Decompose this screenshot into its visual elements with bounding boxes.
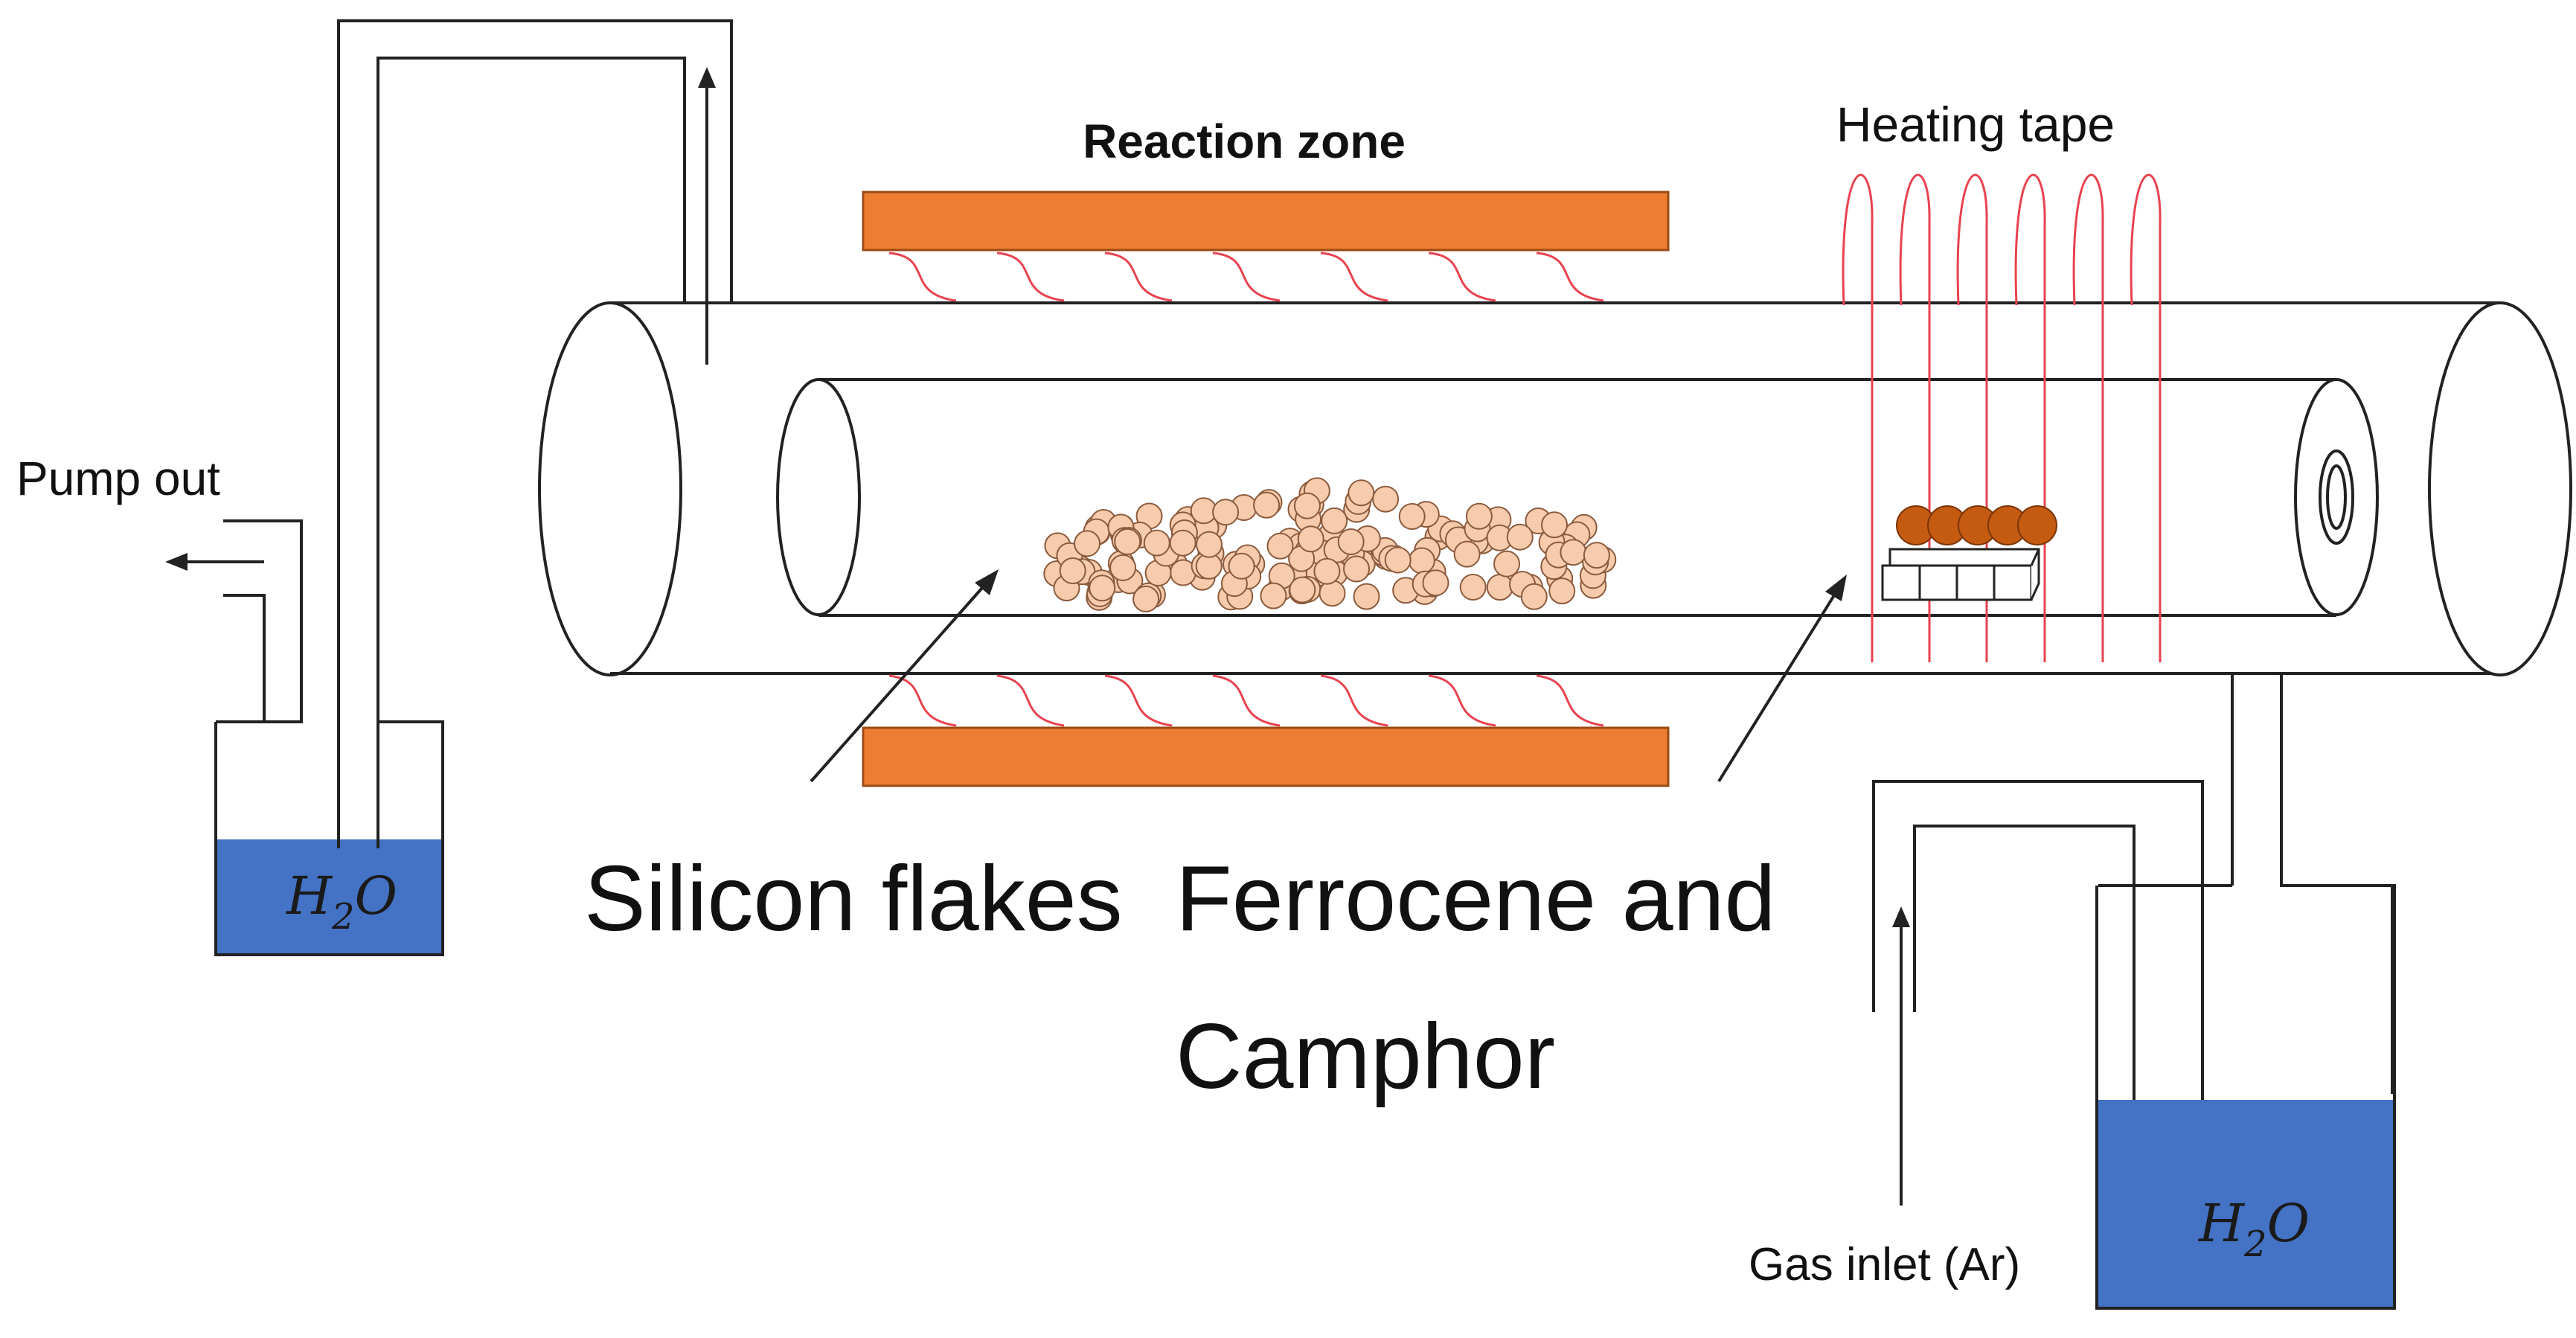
silicon-flake — [1422, 569, 1449, 597]
silicon-flake — [1321, 507, 1348, 534]
heating-tape-loop — [2014, 173, 2046, 662]
silicon-flake — [1372, 485, 1400, 513]
inner-tube-right-end — [2294, 378, 2379, 616]
heater-coil-top — [996, 252, 1065, 302]
silicon-flake — [1384, 546, 1412, 574]
heater-coil-bottom — [1320, 674, 1388, 727]
silicon-flake — [1520, 583, 1548, 610]
label-water-right: H2O — [2197, 1193, 2310, 1265]
heater-coils — [888, 252, 1604, 727]
heater-bar-bottom — [862, 726, 1670, 787]
silicon-flake — [1143, 529, 1170, 557]
heating-tape-loop — [1842, 173, 1874, 662]
water-right — [2097, 1100, 2394, 1307]
catalyst-balls — [1896, 505, 2057, 545]
silicon-flake — [1266, 532, 1294, 560]
heating-tape-loop — [1899, 173, 1931, 662]
silicon-flakes-pile — [1043, 477, 1617, 612]
silicon-flake — [1459, 574, 1487, 601]
silicon-flake — [1132, 585, 1160, 612]
pump-out-arrow — [179, 519, 301, 722]
heater-coil-bottom — [996, 674, 1065, 727]
outer-tube-left-end — [538, 301, 682, 676]
silicon-flake — [1548, 577, 1576, 605]
silicon-flake — [1196, 531, 1223, 558]
label-ferrocene-line2: Camphor — [1176, 1005, 1555, 1108]
silicon-flake — [1212, 499, 1240, 526]
silicon-flake — [1228, 552, 1255, 580]
silicon-flake — [1059, 557, 1086, 584]
heating-tape-loop — [1956, 173, 1988, 662]
silicon-flake — [1313, 557, 1341, 585]
inner-tube-right-bore — [2319, 449, 2354, 545]
label-silicon-flakes: Silicon flakes — [584, 848, 1123, 950]
silicon-flake — [1337, 528, 1365, 555]
silicon-flake — [1169, 529, 1196, 557]
silicon-flake — [1398, 503, 1426, 530]
silicon-flake — [1493, 550, 1520, 577]
label-pump-out: Pump out — [16, 452, 220, 505]
inner-tube — [776, 378, 2379, 617]
heater-coil-bottom — [1104, 674, 1173, 727]
silicon-flake — [1114, 528, 1141, 555]
heater-coil-top — [1428, 252, 1496, 302]
silicon-flake — [1408, 547, 1435, 574]
silicon-flake — [1506, 523, 1534, 551]
bubbler-left — [214, 519, 444, 956]
silicon-flake — [1560, 539, 1587, 566]
silicon-flake — [1297, 525, 1324, 553]
heater-coil-bottom — [1428, 674, 1496, 727]
pump-out-arrowhead — [165, 553, 188, 571]
silicon-flake — [1253, 491, 1281, 519]
heating-tape-loop — [2130, 173, 2162, 662]
silicon-flake — [1289, 576, 1316, 604]
pointer-silicon — [810, 569, 999, 783]
heater-coil-top — [888, 252, 957, 302]
silicon-flake — [1348, 479, 1375, 507]
heater-bar-top — [862, 191, 1670, 252]
inner-tube-left-end — [776, 378, 861, 616]
outlet-flow-arrow — [698, 67, 716, 365]
label-reaction-zone: Reaction zone — [1083, 115, 1406, 168]
label-heating-tape: Heating tape — [1836, 97, 2115, 152]
heater-coil-bottom — [1212, 674, 1281, 727]
silicon-flake — [1343, 555, 1370, 583]
outlet-piping — [337, 19, 733, 826]
silicon-flake — [1260, 582, 1287, 609]
water-left — [216, 839, 443, 953]
silicon-flake — [1465, 502, 1493, 530]
silicon-flake — [1486, 574, 1513, 601]
silicon-flake — [1353, 583, 1380, 610]
heater-coil-bottom — [1536, 674, 1604, 727]
heater-coil-top — [1104, 252, 1173, 302]
silicon-flake — [1109, 554, 1137, 581]
catalyst-boat — [1881, 505, 2057, 601]
catalyst-ball — [2017, 505, 2057, 545]
outer-tube-right-end — [2428, 301, 2572, 676]
heater-coil-top — [1212, 252, 1281, 302]
label-gas-inlet: Gas inlet (Ar) — [1749, 1239, 2020, 1290]
heating-tape-loop — [2072, 173, 2104, 662]
outer-tube — [538, 301, 2572, 676]
heater-coil-top — [1536, 252, 1604, 302]
silicon-flake — [1453, 540, 1481, 568]
label-water-left: H2O — [285, 865, 397, 938]
silicon-flake — [1583, 542, 1610, 569]
heater-coil-top — [1320, 252, 1388, 302]
gas-inlet-arrow — [1892, 906, 1910, 1206]
label-ferrocene-line1: Ferrocene and — [1176, 848, 1775, 950]
pointer-ferrocene — [1717, 574, 1847, 783]
silicon-flake — [1319, 580, 1346, 607]
silicon-flake — [1074, 530, 1100, 557]
silicon-flake — [1293, 492, 1321, 519]
boat-top-face — [1888, 548, 2040, 567]
silicon-flake — [1541, 511, 1568, 539]
heating-tape-loops — [1842, 173, 2162, 662]
bubbler-right — [2095, 884, 2396, 1310]
silicon-flake — [1089, 574, 1116, 602]
